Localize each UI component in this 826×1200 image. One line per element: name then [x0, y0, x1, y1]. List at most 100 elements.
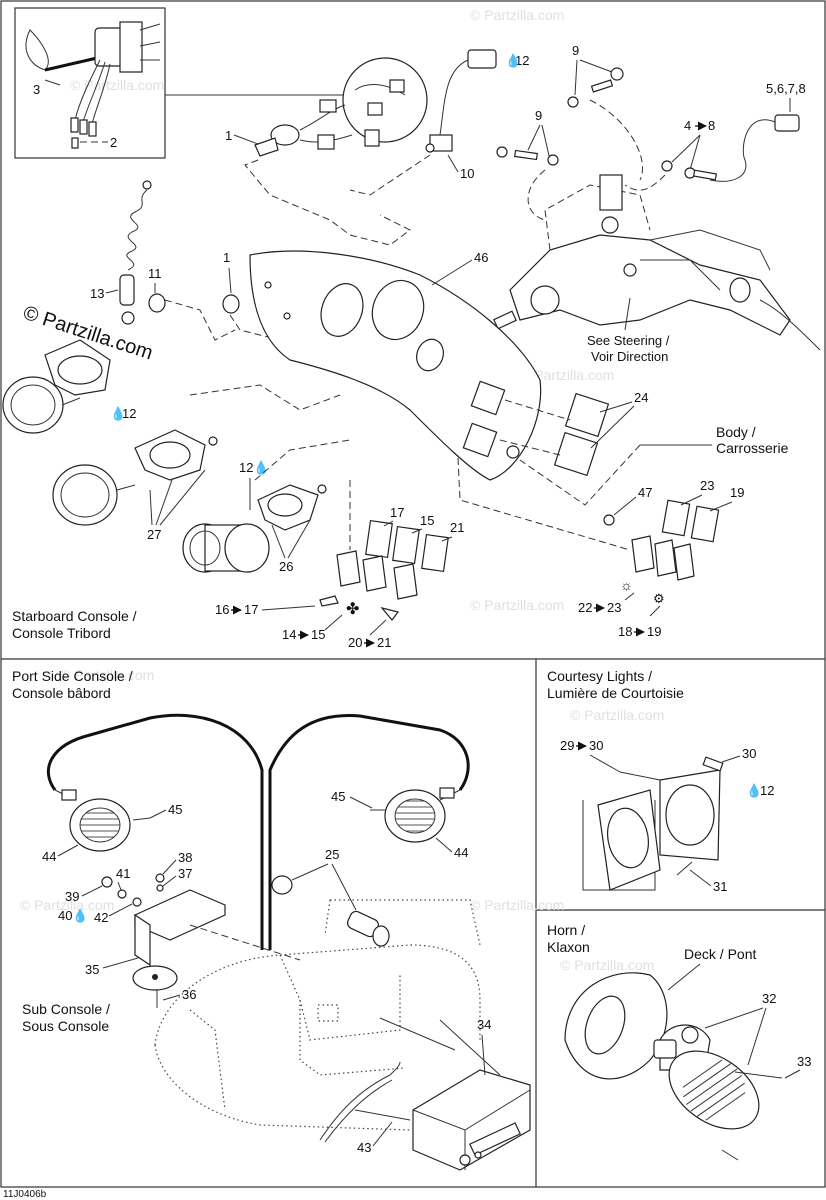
diagram-text: © Partzilla.com: [560, 957, 654, 973]
part-label-40: 40: [58, 908, 72, 923]
deck-note: Deck / Pont: [684, 946, 756, 962]
gauge-right: [182, 484, 327, 573]
part-label-3: 3: [33, 82, 40, 97]
courtesy-title-line2: Lumière de Courtoisie: [547, 685, 684, 701]
wire-harness-43: [319, 1061, 411, 1143]
part-label-37: 37: [178, 866, 192, 881]
part-label-30-arrow: 30: [589, 738, 603, 753]
part-label-8: 8: [708, 118, 715, 133]
diagram-text: © Partzilla.com: [470, 897, 564, 913]
part-label-11: 11: [148, 266, 162, 281]
part-label-10: 10: [460, 166, 474, 181]
part-label-31: 31: [713, 879, 727, 894]
stereo-unit: [379, 1017, 531, 1171]
part-label-17-bottom: 17: [244, 602, 258, 617]
part-label-30: 30: [742, 746, 756, 761]
part-label-25: 25: [325, 847, 339, 862]
part-label-39: 39: [65, 889, 79, 904]
part-label-13: 13: [90, 286, 104, 301]
part-label-22: 22: [578, 600, 592, 615]
diagram-text: 💧: [110, 406, 126, 421]
port-console-housing: [154, 899, 481, 1131]
starboard-title-line2: Console Tribord: [12, 625, 111, 641]
part-label-45-right: 45: [331, 789, 345, 804]
part-label-9-top: 9: [572, 43, 579, 58]
part-label-17-top: 17: [390, 505, 404, 520]
gauge-middle: [52, 429, 218, 526]
part-label-36: 36: [182, 987, 196, 1002]
diagram-text: © Partzilla.com: [70, 77, 164, 93]
safety-lanyard: [119, 180, 240, 325]
ignition-key-assembly: [254, 57, 428, 157]
port-title-line2: Console bâbord: [12, 685, 111, 701]
steering-note-line1: See Steering /: [587, 333, 670, 348]
sub-console-note-line1: Sub Console /: [22, 1001, 110, 1017]
part-label-2: 2: [110, 135, 117, 150]
courtesy-title-line1: Courtesy Lights /: [547, 668, 652, 684]
diagram-text: © Partzilla.com: [570, 707, 664, 723]
steering-assembly: [493, 174, 821, 351]
diagram-text: 💧: [505, 53, 521, 68]
part-label-27: 27: [147, 527, 161, 542]
diagram-text: 💧: [746, 783, 762, 798]
diagram-text: © Partzilla.com: [20, 897, 114, 913]
light-symbol-icon: ☼: [620, 577, 633, 593]
diagram-text: 💧: [253, 460, 269, 475]
part-label-23-bottom: 23: [607, 600, 621, 615]
part-label-21-bottom: 21: [377, 635, 391, 650]
part-label-15-bottom: 15: [311, 627, 325, 642]
part-label-1a: 1: [225, 128, 232, 143]
stop-switch: [425, 49, 497, 153]
part-label-44-right: 44: [454, 845, 468, 860]
part-label-29: 29: [560, 738, 574, 753]
part-label-47: 47: [638, 485, 652, 500]
part-label-43: 43: [357, 1140, 371, 1155]
sub-console-bracket: [101, 873, 226, 1008]
sub-console-note-line2: Sous Console: [22, 1018, 109, 1034]
diagram-text: © Partzilla.com: [60, 667, 154, 683]
part-label-32: 32: [762, 991, 776, 1006]
ignition-switch-inset: [25, 21, 161, 149]
part-label-46: 46: [474, 250, 488, 265]
part-label-33: 33: [797, 1054, 811, 1069]
gauge-left: [2, 339, 111, 434]
part-label-18: 18: [618, 624, 632, 639]
socket-25: [346, 910, 390, 947]
horn-symbol-icon: ⚙: [653, 591, 665, 606]
part-label-12-right: 12: [239, 460, 253, 475]
horn-title-line1: Horn /: [547, 922, 585, 938]
part-label-12-courtesy: 12: [760, 783, 774, 798]
body-note-line2: Carrosserie: [716, 440, 789, 456]
horn-assembly: [564, 972, 783, 1161]
starboard-title-line1: Starboard Console /: [12, 608, 137, 624]
part-label-19-bottom: 19: [647, 624, 661, 639]
fan-symbol-icon: ✤: [346, 601, 359, 618]
part-label-26: 26: [279, 559, 293, 574]
part-label-5678: 5,6,7,8: [766, 81, 806, 96]
part-label-16: 16: [215, 602, 229, 617]
horn-title-line2: Klaxon: [547, 939, 590, 955]
part-label-1b: 1: [223, 250, 230, 265]
part-label-15-top: 15: [420, 513, 434, 528]
part-label-44-left: 44: [42, 849, 56, 864]
speaker-left: [61, 789, 151, 852]
part-label-19-top: 19: [730, 485, 744, 500]
diagram-text: © Partzilla.com: [520, 367, 614, 383]
part-label-38: 38: [178, 850, 192, 865]
port-title-line1: Port Side Console /: [12, 668, 133, 684]
diagram-text: 💧: [72, 908, 88, 923]
part-label-9-mid: 9: [535, 108, 542, 123]
part-label-23-top: 23: [700, 478, 714, 493]
courtesy-light: [582, 756, 724, 891]
part-label-20: 20: [348, 635, 362, 650]
part-label-34: 34: [477, 1017, 491, 1032]
part-label-24: 24: [634, 390, 648, 405]
part-label-4: 4: [684, 118, 691, 133]
diagram-text: © Partzilla.com: [470, 597, 564, 613]
ignition-inset-frame: [14, 7, 166, 159]
part-label-42: 42: [94, 910, 108, 925]
part-label-45-left: 45: [168, 802, 182, 817]
part-label-41: 41: [116, 866, 130, 881]
